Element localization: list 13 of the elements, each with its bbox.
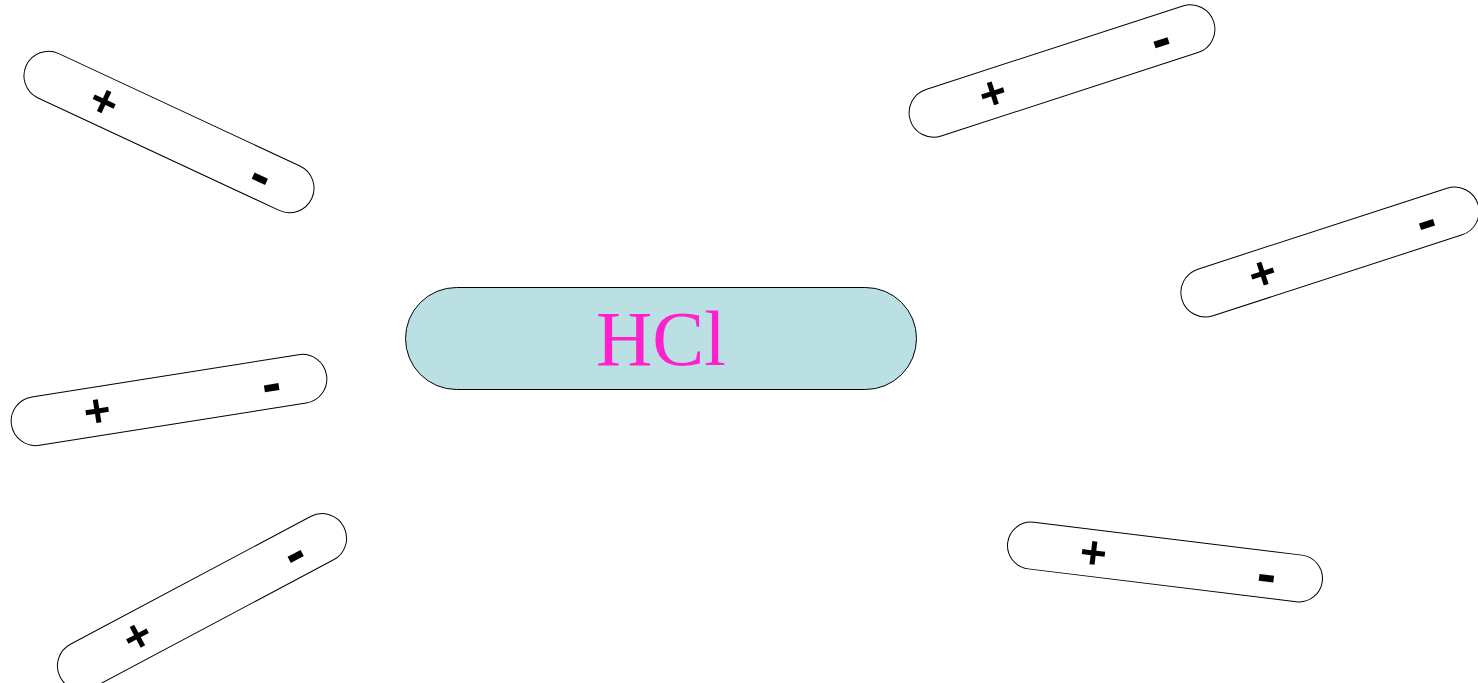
minus-sign: - bbox=[1141, 7, 1179, 69]
plus-sign: + bbox=[82, 74, 127, 128]
minus-sign: - bbox=[241, 143, 284, 205]
minus-sign: - bbox=[271, 522, 316, 583]
plus-sign: + bbox=[972, 66, 1013, 119]
plus-sign: + bbox=[80, 385, 114, 436]
minus-sign: - bbox=[1254, 543, 1281, 604]
plus-sign: + bbox=[1242, 246, 1283, 299]
plus-sign: + bbox=[114, 608, 160, 663]
minus-sign: - bbox=[256, 352, 285, 413]
molecule-label: HCl bbox=[596, 299, 726, 378]
minus-sign: - bbox=[1407, 189, 1444, 251]
plus-sign: + bbox=[1077, 527, 1110, 577]
